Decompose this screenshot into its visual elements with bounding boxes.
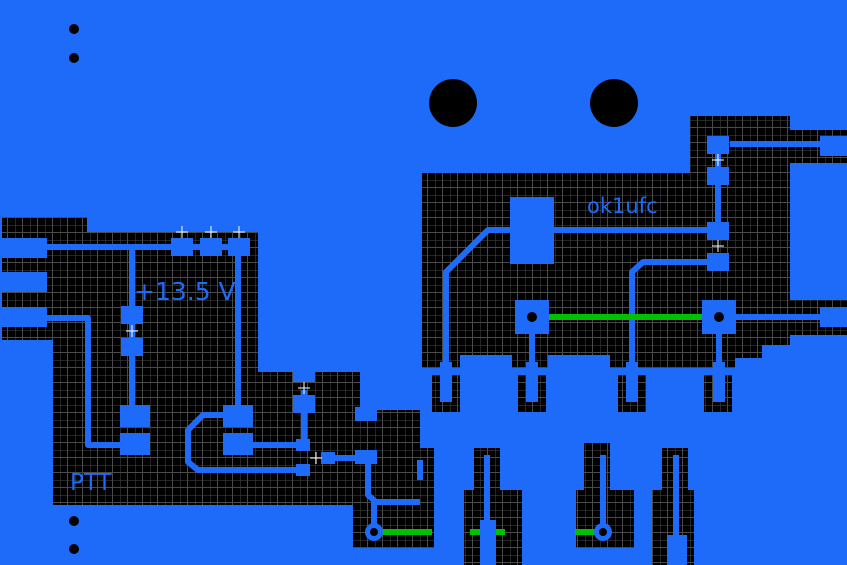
ground-pour bbox=[460, 355, 512, 375]
crosshair-icon bbox=[298, 382, 310, 394]
crosshair-icon bbox=[233, 226, 245, 238]
ground-pour bbox=[0, 340, 53, 565]
pin[interactable] bbox=[440, 362, 452, 402]
mounting-hole bbox=[590, 79, 638, 127]
smd-pad[interactable] bbox=[223, 405, 253, 427]
smd-pad[interactable] bbox=[120, 405, 150, 427]
pin[interactable] bbox=[713, 362, 725, 402]
smd-pad[interactable] bbox=[200, 238, 222, 256]
large-pad[interactable] bbox=[510, 197, 554, 264]
crosshair-icon bbox=[310, 452, 322, 464]
smd-pad[interactable] bbox=[120, 433, 150, 455]
pin[interactable] bbox=[526, 362, 538, 402]
smd-pad[interactable] bbox=[121, 338, 143, 356]
smd-pad[interactable] bbox=[296, 439, 310, 451]
mounting-hole bbox=[429, 79, 477, 127]
connector-pad[interactable] bbox=[2, 307, 47, 327]
footprint-clearance bbox=[584, 443, 610, 493]
connector-pad[interactable] bbox=[2, 272, 47, 292]
drill-hole bbox=[714, 312, 724, 322]
supply-voltage-label: +13.5 V bbox=[134, 277, 236, 306]
crosshair-icon bbox=[126, 325, 138, 337]
drill-hole bbox=[599, 528, 607, 536]
drill-hole bbox=[69, 516, 79, 526]
smd-pad[interactable] bbox=[293, 372, 315, 382]
smd-pad[interactable] bbox=[355, 407, 377, 421]
smd-pad[interactable] bbox=[296, 464, 310, 476]
smd-pad[interactable] bbox=[707, 136, 729, 154]
drill-hole bbox=[69, 53, 79, 63]
smd-pad[interactable] bbox=[121, 306, 143, 324]
pin[interactable] bbox=[667, 535, 687, 565]
pin[interactable] bbox=[626, 362, 638, 402]
crosshair-icon bbox=[176, 226, 188, 238]
trace-ptt[interactable] bbox=[47, 315, 120, 448]
smd-pad[interactable] bbox=[171, 238, 193, 256]
drill-hole bbox=[69, 544, 79, 554]
drill-hole bbox=[370, 528, 378, 536]
pin[interactable] bbox=[480, 520, 496, 565]
crosshair-icon bbox=[712, 154, 724, 166]
origin-markers bbox=[126, 154, 724, 464]
smd-pad[interactable] bbox=[355, 450, 377, 464]
crosshair-icon bbox=[205, 226, 217, 238]
ground-pour bbox=[548, 355, 610, 375]
smd-pad[interactable] bbox=[707, 167, 729, 185]
trace[interactable] bbox=[185, 412, 302, 473]
ground-pour bbox=[648, 368, 704, 378]
drill-hole bbox=[69, 24, 79, 34]
left-clearance bbox=[2, 217, 420, 548]
author-label: ok1ufc bbox=[587, 194, 658, 218]
smd-pad[interactable] bbox=[293, 395, 315, 413]
trace[interactable] bbox=[443, 227, 718, 378]
smd-pad[interactable] bbox=[707, 253, 729, 271]
ptt-label: PTT bbox=[70, 470, 113, 496]
connector-pad[interactable] bbox=[820, 136, 847, 156]
trace[interactable] bbox=[629, 259, 707, 378]
drill-holes bbox=[69, 24, 724, 554]
smd-pad[interactable] bbox=[707, 222, 729, 240]
trace[interactable] bbox=[417, 455, 679, 540]
connector-pad[interactable] bbox=[2, 238, 47, 258]
smd-pad[interactable] bbox=[321, 452, 335, 464]
smd-pad[interactable] bbox=[223, 433, 253, 455]
smd-pad[interactable] bbox=[228, 238, 250, 256]
connector-pad[interactable] bbox=[820, 307, 847, 327]
crosshair-icon bbox=[712, 240, 724, 252]
drill-hole bbox=[527, 312, 537, 322]
